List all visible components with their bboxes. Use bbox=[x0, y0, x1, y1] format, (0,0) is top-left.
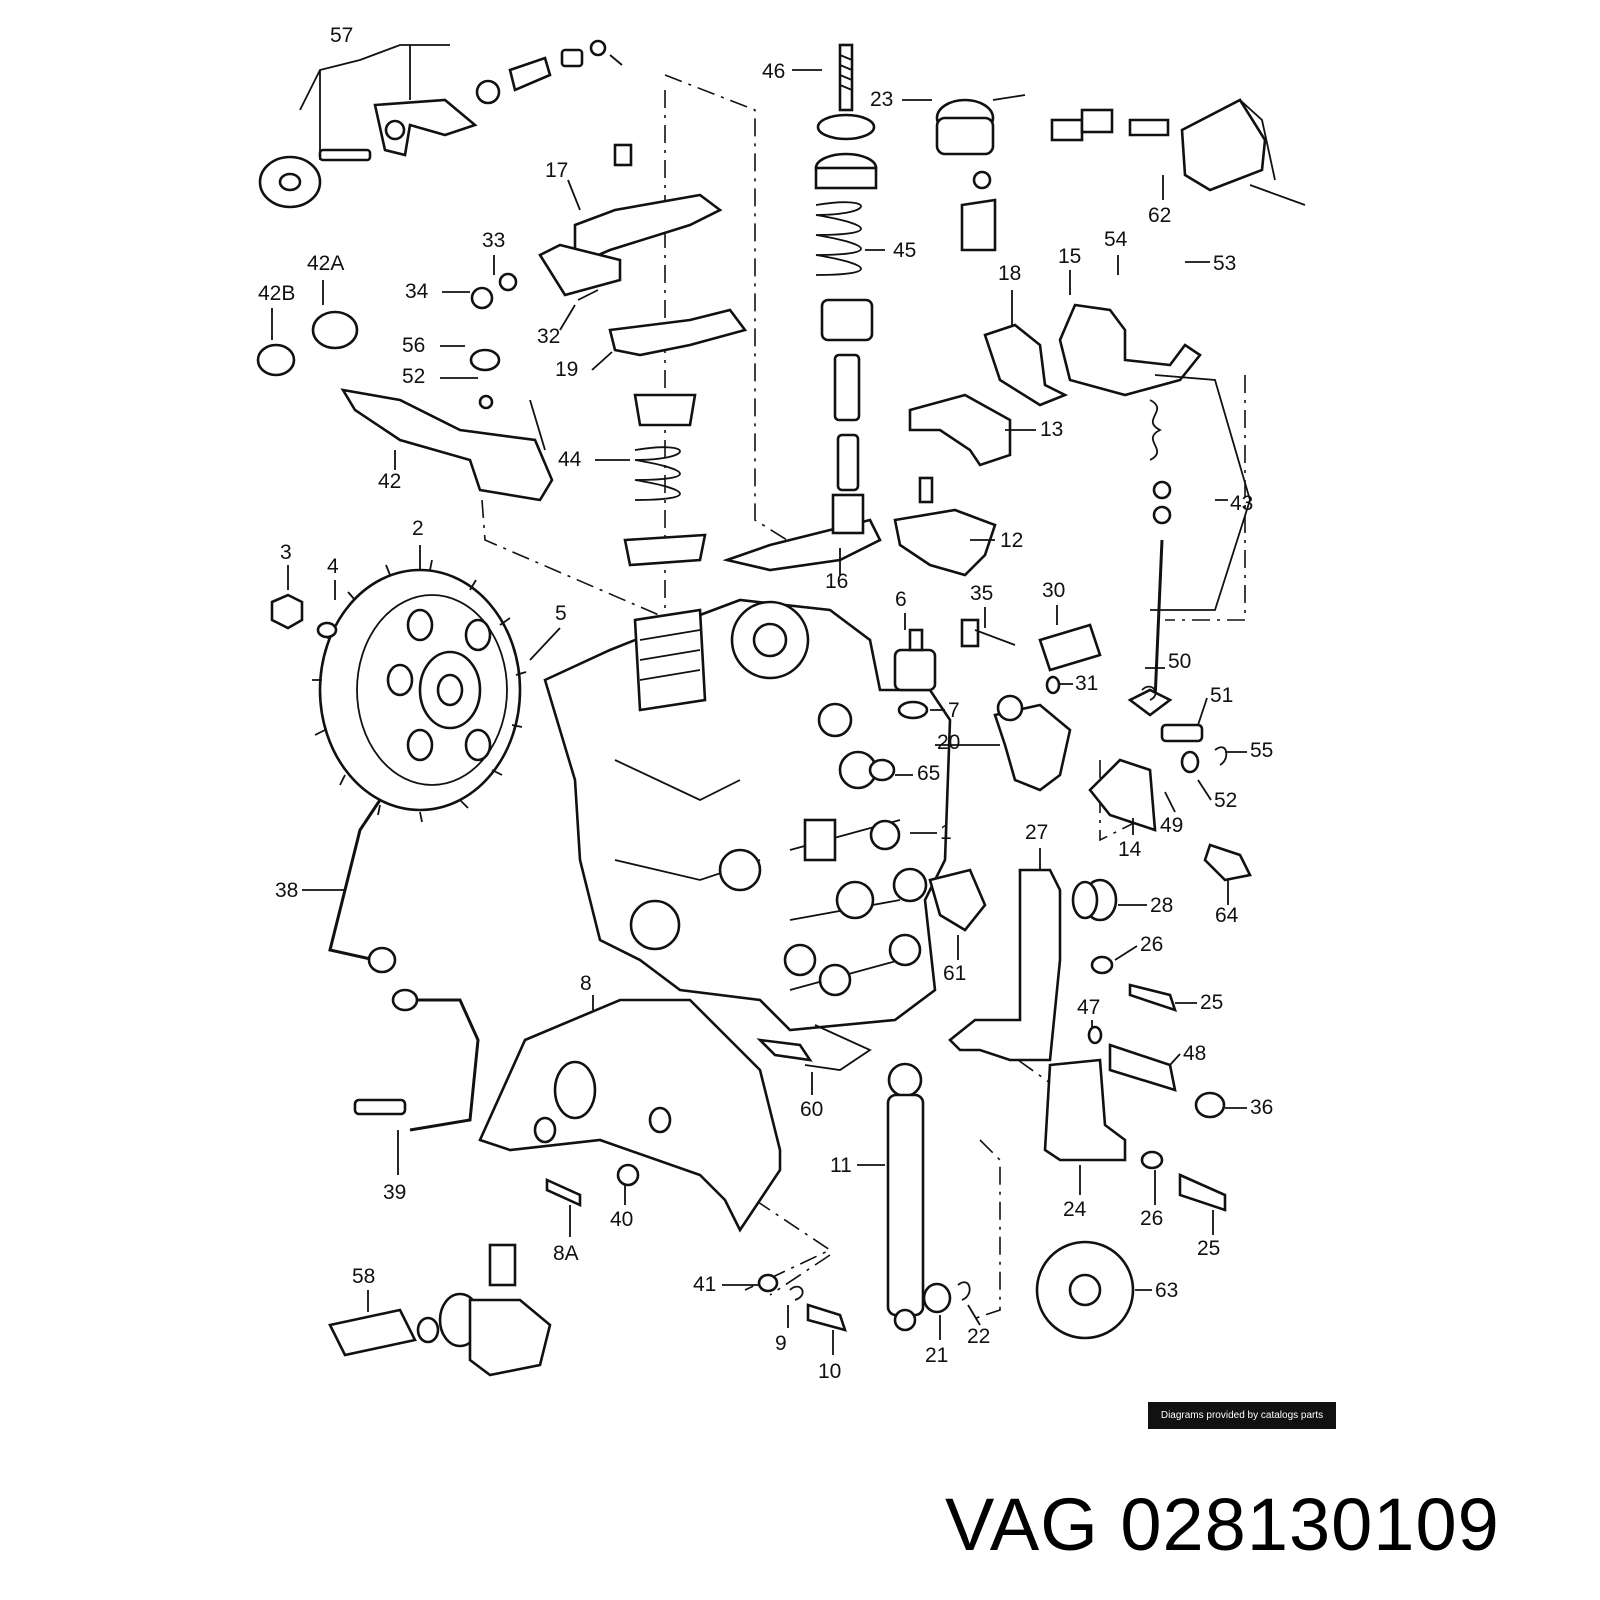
part-callouts: 57 46 23 62 17 33 34 42A 42B 32 56 52 19… bbox=[258, 24, 1273, 1383]
callout-50: 50 bbox=[1168, 650, 1191, 673]
brand-name: VAG bbox=[945, 1483, 1099, 1566]
callout-48: 48 bbox=[1183, 1042, 1206, 1065]
callout-60: 60 bbox=[800, 1098, 823, 1121]
callout-27: 27 bbox=[1025, 821, 1048, 844]
part-caption: VAG 028130109 bbox=[945, 1488, 1500, 1562]
callout-45: 45 bbox=[893, 239, 916, 262]
callout-16: 16 bbox=[825, 570, 848, 593]
callout-44: 44 bbox=[558, 448, 582, 471]
callout-4: 4 bbox=[327, 555, 339, 578]
callout-57: 57 bbox=[330, 24, 353, 47]
callout-62: 62 bbox=[1148, 204, 1171, 227]
callout-21: 21 bbox=[925, 1344, 948, 1367]
callout-55: 55 bbox=[1250, 739, 1273, 762]
callout-65: 65 bbox=[917, 762, 940, 785]
callout-42: 42 bbox=[378, 470, 401, 493]
callout-36: 36 bbox=[1250, 1096, 1273, 1119]
callout-3: 3 bbox=[280, 541, 292, 564]
callout-43: 43 bbox=[1230, 492, 1253, 515]
callout-30: 30 bbox=[1042, 579, 1065, 602]
callout-46: 46 bbox=[762, 60, 785, 83]
callout-32: 32 bbox=[537, 325, 560, 348]
pump-component-linework bbox=[256, 39, 1306, 1377]
callout-9: 9 bbox=[775, 1332, 787, 1355]
callout-7: 7 bbox=[948, 699, 960, 722]
callout-5: 5 bbox=[555, 602, 567, 625]
callout-40: 40 bbox=[610, 1208, 633, 1231]
callout-26-upper: 26 bbox=[1140, 933, 1163, 956]
callout-51: 51 bbox=[1210, 684, 1233, 707]
callout-25-lower: 25 bbox=[1197, 1237, 1220, 1260]
callout-52-upper: 52 bbox=[402, 365, 425, 388]
callout-47: 47 bbox=[1077, 996, 1100, 1019]
callout-17: 17 bbox=[545, 159, 568, 182]
callout-15: 15 bbox=[1058, 245, 1081, 268]
callout-1: 1 bbox=[940, 821, 952, 844]
callout-49: 49 bbox=[1160, 814, 1183, 837]
callout-63: 63 bbox=[1155, 1279, 1178, 1302]
diagram-credit-badge: Diagrams provided by catalogs parts bbox=[1148, 1402, 1336, 1429]
callout-10: 10 bbox=[818, 1360, 841, 1383]
callout-61: 61 bbox=[943, 962, 966, 985]
callout-24: 24 bbox=[1063, 1198, 1087, 1221]
callout-56: 56 bbox=[402, 334, 425, 357]
callout-18: 18 bbox=[998, 262, 1021, 285]
callout-38: 38 bbox=[275, 879, 298, 902]
callout-54: 54 bbox=[1104, 228, 1128, 251]
callout-34: 34 bbox=[405, 280, 429, 303]
callout-13: 13 bbox=[1040, 418, 1063, 441]
callout-25-upper: 25 bbox=[1200, 991, 1223, 1014]
callout-26-lower: 26 bbox=[1140, 1207, 1163, 1230]
callout-22: 22 bbox=[967, 1325, 990, 1348]
callout-6: 6 bbox=[895, 588, 907, 611]
callout-11: 11 bbox=[830, 1154, 852, 1177]
callout-2: 2 bbox=[412, 517, 424, 540]
callout-42B: 42B bbox=[258, 282, 295, 305]
callout-41: 41 bbox=[693, 1273, 716, 1296]
callout-39: 39 bbox=[383, 1181, 406, 1204]
callout-23: 23 bbox=[870, 88, 893, 111]
callout-33: 33 bbox=[482, 229, 505, 252]
callout-8: 8 bbox=[580, 972, 592, 995]
callout-28: 28 bbox=[1150, 894, 1173, 917]
injection-pump-exploded-diagram: 57 46 23 62 17 33 34 42A 42B 32 56 52 19… bbox=[256, 24, 1306, 1383]
callout-20: 20 bbox=[937, 731, 960, 754]
callout-leader-lines bbox=[271, 69, 1247, 1355]
callout-58: 58 bbox=[352, 1265, 375, 1288]
callout-31: 31 bbox=[1075, 672, 1098, 695]
callout-12: 12 bbox=[1000, 529, 1023, 552]
callout-19: 19 bbox=[555, 358, 578, 381]
callout-42A: 42A bbox=[307, 252, 344, 275]
callout-8A: 8A bbox=[553, 1242, 579, 1265]
callout-64: 64 bbox=[1215, 904, 1239, 927]
callout-14: 14 bbox=[1118, 838, 1142, 861]
callout-53: 53 bbox=[1213, 252, 1236, 275]
part-number: 028130109 bbox=[1120, 1483, 1500, 1566]
callout-35: 35 bbox=[970, 582, 993, 605]
callout-52-lower: 52 bbox=[1214, 789, 1237, 812]
